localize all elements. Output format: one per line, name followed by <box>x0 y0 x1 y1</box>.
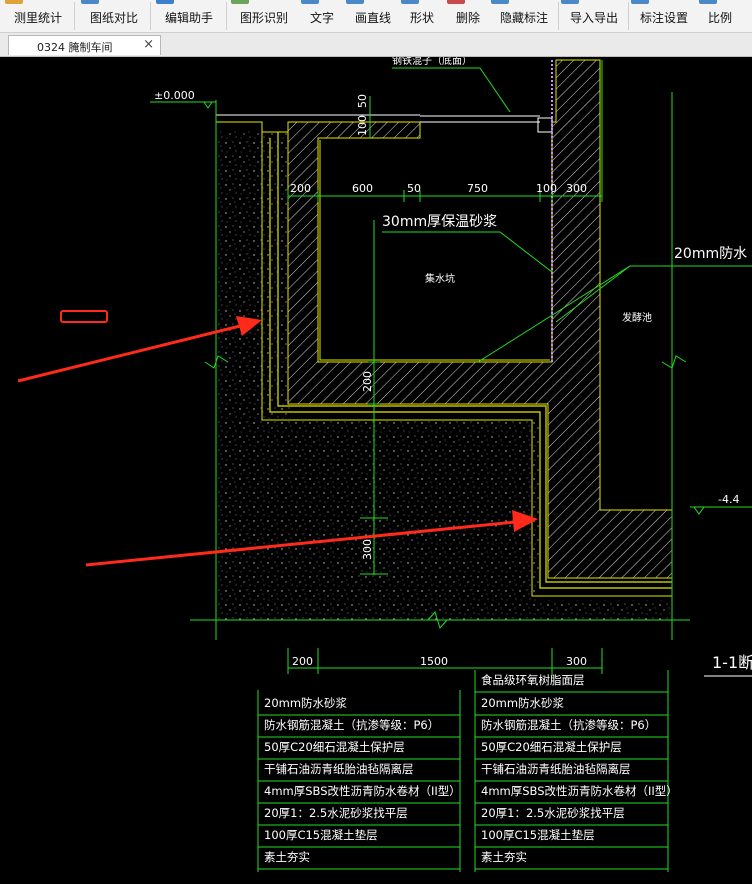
break-symbol <box>661 355 687 369</box>
tab-bar: 0324 腌制车间 × <box>0 33 752 57</box>
toolbar-label: 形状 <box>410 11 435 25</box>
legend-right-table <box>474 670 669 872</box>
delete-icon <box>447 0 465 4</box>
dim-top-4: 750 <box>467 182 488 195</box>
dim-bottom-3: 300 <box>566 655 587 668</box>
pit-inner-line <box>319 140 550 361</box>
toolbar-label: 隐藏标注 <box>500 11 549 25</box>
toolbar-label: 导入导出 <box>570 11 619 25</box>
slab-detail <box>537 117 553 133</box>
waterproof-layer-line <box>216 121 288 133</box>
dim-top-5: 100 <box>536 182 557 195</box>
legend-left-item: 4mm厚SBS改性沥青防水卷材（II型） <box>264 784 461 798</box>
tab-label: 0324 腌制车间 <box>37 41 113 54</box>
section-label: 1-1断 <box>712 653 752 672</box>
toolbar-label: 画直线 <box>355 11 392 25</box>
soil-fill-left <box>216 130 260 620</box>
label-tank: 发酵池 <box>622 311 652 324</box>
label-pit: 集水坑 <box>425 272 455 285</box>
toolbar-label: 图形识别 <box>240 11 289 25</box>
dim-bottom-2: 1500 <box>420 655 448 668</box>
legend-left-item: 50厚C20细石混凝土保护层 <box>264 740 405 754</box>
legend-right-item: 食品级环氧树脂面层 <box>481 673 585 687</box>
legend-left-item: 20mm防水砂浆 <box>264 696 348 710</box>
legend-right-item: 100厚C15混凝土垫层 <box>481 828 595 842</box>
toolbar-label: 删除 <box>456 11 481 25</box>
toolbar-label: 文字 <box>310 11 335 25</box>
tab-drawing[interactable]: 0324 腌制车间 × <box>8 35 161 55</box>
dim-vertical-2: 300 <box>361 539 374 560</box>
toolbar-label: 标注设置 <box>640 11 689 25</box>
legend-right-item: 4mm厚SBS改性沥青防水卷材（II型） <box>481 784 678 798</box>
dim-top-2: 600 <box>352 182 373 195</box>
break-symbol <box>427 610 448 630</box>
dim-vertical-small-2: 50 <box>356 94 369 108</box>
close-icon[interactable]: × <box>143 37 154 52</box>
toolbar-label: 比例 <box>708 11 733 25</box>
label-waterproof: 20mm防水 <box>674 246 747 262</box>
elevation-marker <box>203 101 213 109</box>
legend-right-item: 20厚1：2.5水泥砂浆找平层 <box>481 806 625 820</box>
dim-vertical-small-1: 100 <box>356 115 369 136</box>
waterproof-layer-line <box>277 132 672 583</box>
measure-icon <box>5 0 23 4</box>
import-export-icon <box>561 0 579 4</box>
leader-line <box>382 231 553 273</box>
leader-line <box>555 265 631 323</box>
edit-helper-icon <box>156 0 174 4</box>
legend-left-item: 100厚C15混凝土垫层 <box>264 828 378 842</box>
drawing-canvas[interactable]: 200 600 50 750 100 300 100 50 200 300 钢铁… <box>0 57 752 884</box>
dimension-ticks <box>287 648 603 674</box>
legend-left-item: 干铺石油沥青纸胎油毡隔离层 <box>264 762 414 776</box>
legend-right-item: 干铺石油沥青纸胎油毡隔离层 <box>481 762 631 776</box>
top-note: 钢铁混子（底面） <box>392 57 472 67</box>
scale-icon <box>699 0 717 4</box>
shape-icon <box>401 0 419 4</box>
waterproof-layer-line <box>261 132 672 597</box>
annotation-arrow[interactable] <box>17 316 262 383</box>
dim-vertical-1: 200 <box>361 371 374 392</box>
line-icon <box>346 0 364 4</box>
dim-bottom-1: 200 <box>292 655 313 668</box>
soil-fill-lower <box>216 420 670 620</box>
legend-left-item: 20厚1：2.5水泥砂浆找平层 <box>264 806 408 820</box>
concrete-wall-hatch <box>287 59 673 579</box>
toolbar-label: 测里统计 <box>14 11 63 25</box>
elevation-marker <box>693 506 705 515</box>
toolbar: 测里统计 图纸对比 编辑助手 图形识别 文字 画直线 形状 删除 隐藏标注 导入… <box>0 0 752 33</box>
leader-line <box>477 265 752 363</box>
compare-icon <box>81 0 99 4</box>
label-insulation: 30mm厚保温砂浆 <box>382 214 497 230</box>
legend-right-item: 50厚C20细石混凝土保护层 <box>481 740 622 754</box>
dim-top-6: 300 <box>566 182 587 195</box>
dim-top-1: 200 <box>290 182 311 195</box>
dimension-ticks <box>287 190 603 202</box>
waterproof-layer-line <box>269 138 672 589</box>
legend-right-item: 素土夯实 <box>481 850 527 864</box>
recognize-icon <box>231 0 249 4</box>
legend-left-table <box>257 690 461 872</box>
elevation-bottom: -4.4 <box>718 493 739 506</box>
toolbar-label: 编辑助手 <box>165 11 214 25</box>
settings-icon <box>631 0 649 4</box>
legend-left-item: 防水钢筋混凝土（抗渗等级：P6） <box>264 718 439 732</box>
annotation-highlight-box[interactable] <box>60 310 108 323</box>
text-icon <box>301 0 319 4</box>
annotation-arrow[interactable] <box>85 510 538 567</box>
break-symbol <box>204 355 229 369</box>
elevation-top: ±0.000 <box>154 89 195 102</box>
legend-left-item: 素土夯实 <box>264 850 310 864</box>
hide-icon <box>491 0 509 4</box>
toolbar-label: 图纸对比 <box>90 11 139 25</box>
leader-line <box>392 67 511 113</box>
legend-right-item: 20mm防水砂浆 <box>481 696 565 710</box>
dim-top-3: 50 <box>407 182 421 195</box>
legend-right-item: 防水钢筋混凝土（抗渗等级：P6） <box>481 718 656 732</box>
